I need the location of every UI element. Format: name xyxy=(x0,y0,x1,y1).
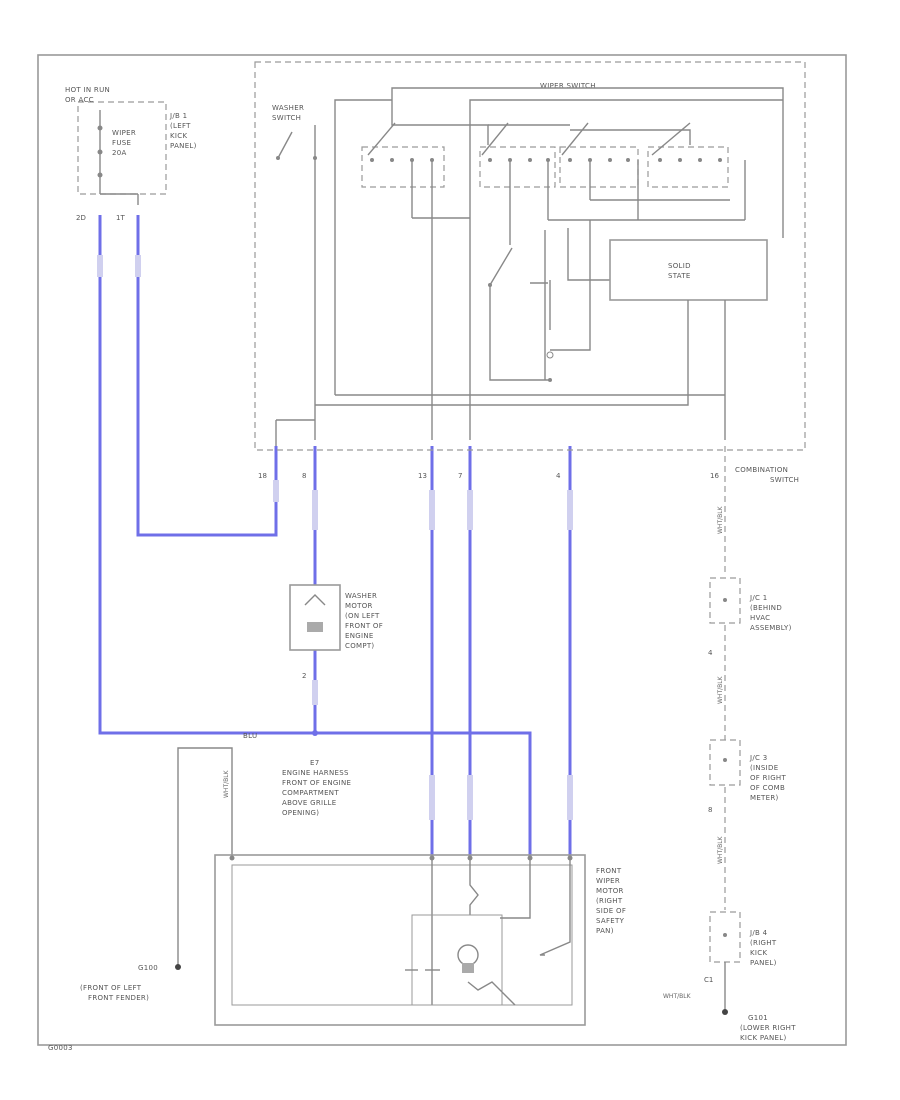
fuse-label-fuse: FUSE xyxy=(112,139,131,147)
fuse-label-acc: OR ACC xyxy=(65,96,94,104)
diagram-frame xyxy=(37,54,847,1046)
wire-color-d: WHT/BLK xyxy=(663,993,692,1000)
jb4-label-2: (RIGHT xyxy=(750,939,777,947)
washer-motor-label-4: FRONT OF xyxy=(345,622,383,630)
e7-line-5: ABOVE GRILLE xyxy=(282,799,336,807)
ground-right-label-2: (LOWER RIGHT xyxy=(740,1024,796,1032)
wire-color-c: WHT/BLK xyxy=(717,835,724,864)
wiper-motor-label-2: WIPER xyxy=(596,877,620,885)
fuse-box: HOT IN RUN OR ACC WIPER FUSE 20A J/B 1 (… xyxy=(65,86,197,222)
ground-right-label-1: G101 xyxy=(748,1014,768,1022)
washer-motor-label-2: MOTOR xyxy=(345,602,373,610)
fuse-pin-1t: 1T xyxy=(116,214,125,222)
jc3-label-5: METER) xyxy=(750,794,779,802)
combination-switch-label-2: SWITCH xyxy=(770,476,799,484)
switch-pin-18: 18 xyxy=(258,472,267,480)
jc1-label-1: J/C 1 xyxy=(749,594,768,602)
switch-title: WIPER SWITCH xyxy=(540,82,596,90)
fuse-label-wiper: WIPER xyxy=(112,129,136,137)
combination-switch-label-1: COMBINATION xyxy=(735,466,788,474)
switch-pin-16: 16 xyxy=(710,472,719,480)
switch-pin-13: 13 xyxy=(418,472,427,480)
fuse-label-panel: PANEL) xyxy=(170,142,197,150)
ground-left-label-3: FRONT FENDER) xyxy=(88,994,149,1002)
ground-wire-color: WHT/BLK xyxy=(223,769,230,798)
e7-line-4: COMPARTMENT xyxy=(282,789,339,797)
front-wiper-motor: FRONT WIPER MOTOR (RIGHT SIDE OF SAFETY … xyxy=(214,854,626,1026)
solid-state-label-1: SOLID xyxy=(668,262,691,270)
washer-motor-label-6: COMPT) xyxy=(345,642,374,650)
fuse-label-amps: 20A xyxy=(112,149,127,157)
washer-motor: WASHER MOTOR (ON LEFT FRONT OF ENGINE CO… xyxy=(289,584,383,680)
ground-left-label-2: (FRONT OF LEFT xyxy=(80,984,142,992)
switch-pin-8: 8 xyxy=(302,472,306,480)
splice-dot xyxy=(312,730,318,736)
c1-label: C1 xyxy=(704,976,713,984)
switch-pin-4: 4 xyxy=(556,472,561,480)
wiper-switch: WIPER SWITCH WASHER SWITCH xyxy=(254,61,806,451)
fuse-pin-2d: 2D xyxy=(76,214,86,222)
wire-tags xyxy=(97,255,573,820)
fuse-label-jb1: J/B 1 xyxy=(169,112,187,120)
switch-pin-7: 7 xyxy=(458,472,462,480)
wiper-motor-label-6: SAFETY xyxy=(596,917,625,925)
washer-motor-label-5: ENGINE xyxy=(345,632,374,640)
jc1-label-3: HVAC xyxy=(750,614,770,622)
jc3-label-4: OF COMB xyxy=(750,784,785,792)
ground-left-wire: WHT/BLK G100 (FRONT OF LEFT FRONT FENDER… xyxy=(80,747,233,1002)
fuse-label-kick: KICK xyxy=(170,132,187,140)
e7-line-3: FRONT OF ENGINE xyxy=(282,779,351,787)
switch-pins: 18 8 13 7 4 16 COMBINATION SWITCH xyxy=(258,466,799,484)
wiper-motor-label-7: PAN) xyxy=(596,927,614,935)
jc3-label-2: (INSIDE xyxy=(750,764,778,772)
e7-line-1: E7 xyxy=(310,759,319,767)
wiper-motor-label-3: MOTOR xyxy=(596,887,624,895)
washer-motor-label-1: WASHER xyxy=(345,592,377,600)
footer-code: G0003 xyxy=(48,1044,73,1052)
wire-color-a: WHT/BLK xyxy=(717,505,724,534)
jc1-pin: 4 xyxy=(708,649,713,657)
washer-motor-label-3: (ON LEFT xyxy=(345,612,380,620)
wiper-motor-label-1: FRONT xyxy=(596,867,622,875)
wiper-motor-label-5: SIDE OF xyxy=(596,907,626,915)
right-ground-chain: WHT/BLK J/C 1 (BEHIND HVAC ASSEMBLY) 4 W… xyxy=(663,446,796,1042)
splice-e7-label: E7 ENGINE HARNESS FRONT OF ENGINE COMPAR… xyxy=(282,759,351,817)
jc3-label-3: OF RIGHT xyxy=(750,774,786,782)
washer-motor-pin: 2 xyxy=(302,672,306,680)
e7-line-6: OPENING) xyxy=(282,809,319,817)
wire-color-b: WHT/BLK xyxy=(717,675,724,704)
jc3-pin: 8 xyxy=(708,806,712,814)
fuse-label-hot: HOT IN RUN xyxy=(65,86,110,94)
jb4-label-1: J/B 4 xyxy=(749,929,768,937)
wiper-motor-label-4: (RIGHT xyxy=(596,897,623,905)
jb4-label-4: PANEL) xyxy=(750,959,777,967)
wire-blu-label: BLU xyxy=(243,732,257,740)
washer-switch-label-2: SWITCH xyxy=(272,114,301,122)
ground-left-label-1: G100 xyxy=(138,964,158,972)
fuse-label-left: (LEFT xyxy=(170,122,191,130)
jc1-label-2: (BEHIND xyxy=(750,604,782,612)
solid-state-label-2: STATE xyxy=(668,272,691,280)
jb4-label-3: KICK xyxy=(750,949,767,957)
jc3-label-1: J/C 3 xyxy=(749,754,768,762)
jc1-label-4: ASSEMBLY) xyxy=(750,624,792,632)
e7-line-2: ENGINE HARNESS xyxy=(282,769,349,777)
ground-right-label-3: KICK PANEL) xyxy=(740,1034,787,1042)
washer-switch-label-1: WASHER xyxy=(272,104,304,112)
